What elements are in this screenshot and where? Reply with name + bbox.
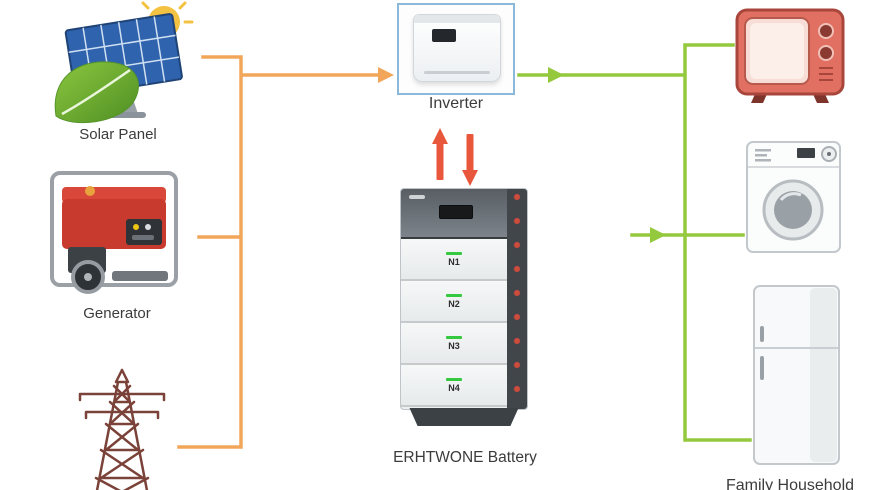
inverter-vent: [424, 71, 490, 74]
solar-panel-illustration: [50, 0, 200, 128]
household-label: Family Household: [725, 477, 855, 490]
battery-led-icon: [446, 251, 462, 255]
battery-module-label: N3: [448, 340, 460, 351]
control-panel: [126, 219, 162, 245]
battery-led-icon: [446, 293, 462, 297]
arrow-down-icon: [462, 134, 478, 186]
washing-machine-illustration: [745, 140, 842, 256]
tv-knob-icon: [818, 45, 834, 61]
leaf-icon: [54, 61, 139, 124]
battery-led-icon: [446, 377, 462, 381]
inverter-illustration: [397, 3, 515, 95]
inverter-top-strip: [414, 15, 500, 23]
generator-illustration: [46, 163, 184, 301]
inverter-body: [413, 14, 501, 82]
battery-body: N1 N2 N3 N4: [400, 188, 528, 410]
battery-label: ERHTWONE Battery: [393, 449, 537, 466]
orange-input-connectors: [177, 55, 394, 449]
tv-speaker-grill: [819, 67, 833, 81]
charge-discharge-arrows: [432, 128, 478, 186]
tv-knob-icon: [818, 23, 834, 39]
solar-panel-label: Solar Panel: [79, 126, 157, 143]
battery-module-label: N2: [448, 298, 460, 309]
battery-module-n4: N4: [401, 365, 527, 407]
battery-module-n3: N3: [401, 323, 527, 365]
battery-base: [409, 408, 519, 426]
battery-module-label: N4: [448, 382, 460, 393]
battery-connector-rail: [507, 189, 527, 409]
green-output-connectors: [517, 43, 752, 442]
power-tower-illustration: [72, 366, 172, 490]
arrowhead-to-appliances: [650, 227, 666, 243]
battery-module-n2: N2: [401, 281, 527, 323]
generator-base: [112, 271, 168, 281]
battery-module-label: N1: [448, 256, 460, 267]
fridge-handle-top: [760, 326, 764, 342]
washer-program-lines: [755, 149, 771, 162]
arrowhead-to-inverter: [378, 67, 394, 83]
inverter-display: [432, 29, 456, 42]
battery-led-icon: [446, 335, 462, 339]
fuel-cap: [85, 186, 95, 196]
battery-display: [439, 205, 473, 219]
arrow-up-icon: [432, 128, 448, 180]
battery-module-n1: N1: [401, 239, 527, 281]
generator-label: Generator: [83, 305, 151, 322]
battery-control-unit: [401, 189, 527, 239]
tv-illustration: [735, 8, 845, 103]
fridge-handle-bottom: [760, 356, 764, 380]
inverter-label: Inverter: [428, 95, 484, 112]
battery-brand-mark: [409, 195, 425, 199]
refrigerator-illustration: [752, 284, 841, 466]
battery-illustration: N1 N2 N3 N4: [398, 188, 530, 428]
tv-leg-right: [813, 94, 829, 103]
arrowhead-from-inverter: [548, 67, 564, 83]
tv-leg-left: [751, 94, 767, 103]
washer-display: [797, 148, 815, 158]
generator-frame: [50, 171, 178, 287]
